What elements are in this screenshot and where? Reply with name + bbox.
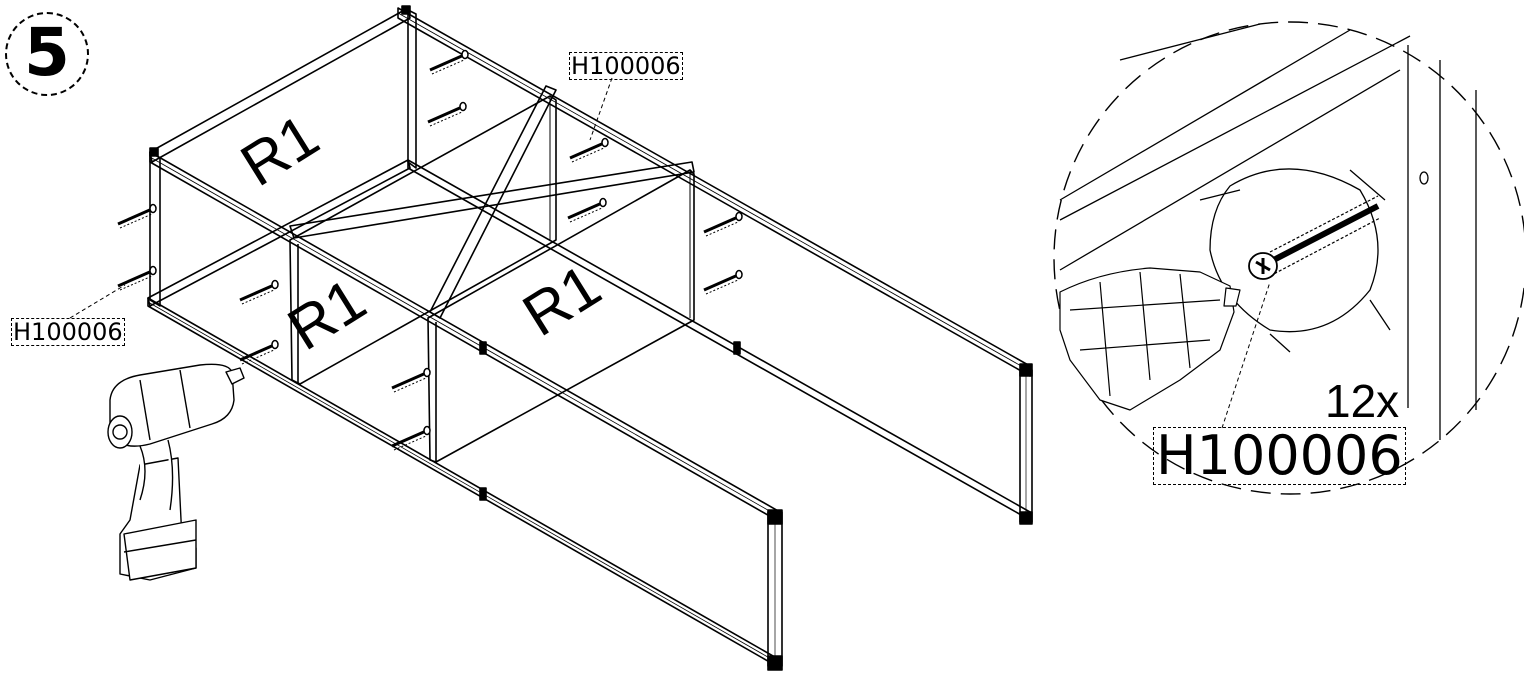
detail-quantity: 12x bbox=[1325, 375, 1400, 427]
detail-magnifier bbox=[1053, 21, 1524, 495]
panel-label-r1-top: R1 bbox=[229, 102, 330, 199]
part-callout-top: H100006 bbox=[569, 52, 683, 80]
screw-icon bbox=[1248, 195, 1381, 280]
part-callout-detail: H100006 bbox=[1153, 427, 1406, 485]
part-callout-left: H100006 bbox=[11, 318, 125, 346]
step-number: 5 bbox=[24, 14, 70, 91]
frame-structure bbox=[147, 5, 1033, 671]
leader-lines bbox=[69, 77, 1271, 429]
drill-chuck-icon bbox=[1059, 267, 1241, 411]
cordless-drill-icon bbox=[107, 363, 245, 581]
step-number-badge: 5 bbox=[5, 12, 89, 96]
